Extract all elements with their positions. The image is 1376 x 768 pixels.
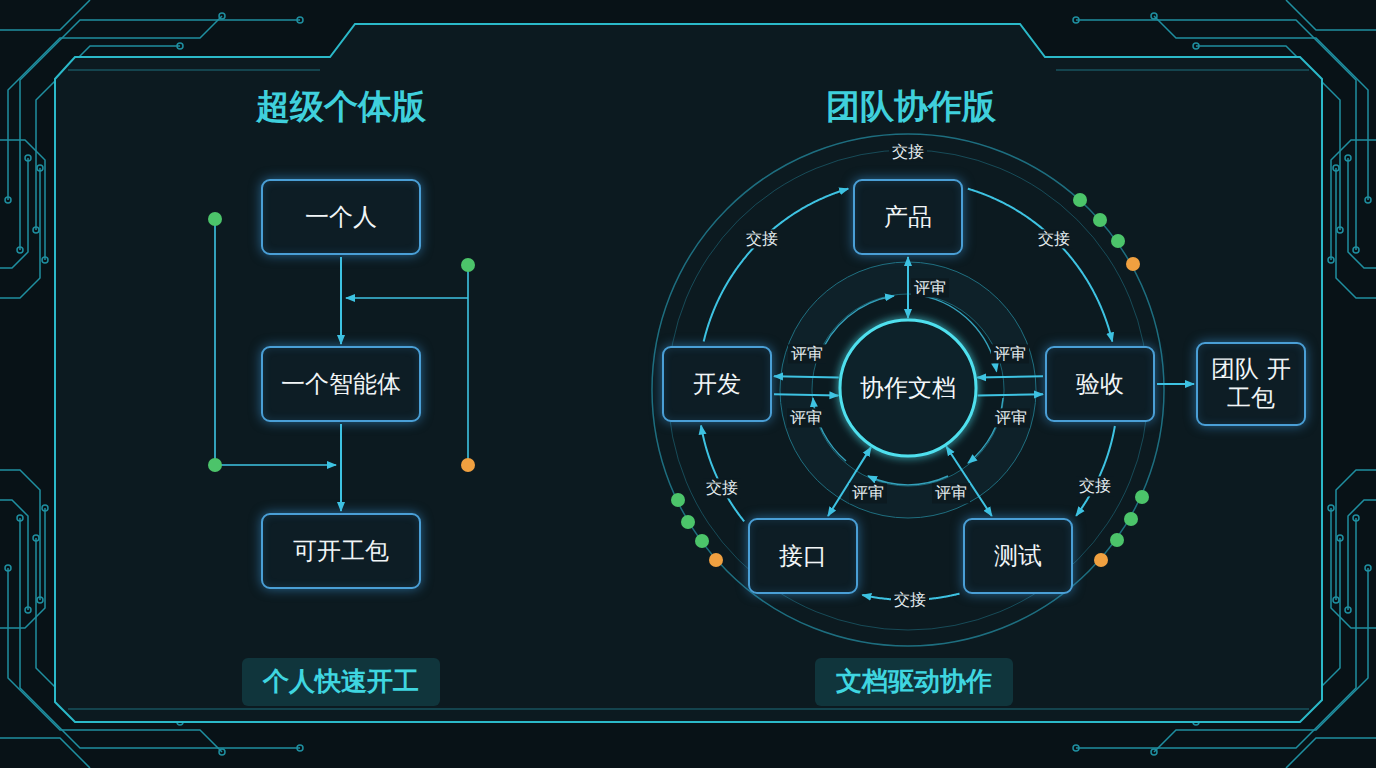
status-dot <box>1073 193 1087 207</box>
handoff-arrow <box>1076 426 1115 516</box>
ring-label: 交接 <box>889 142 927 161</box>
edge-label: 交接 <box>743 230 781 249</box>
input-wire <box>215 219 336 465</box>
status-dot <box>681 515 695 529</box>
flow-arrow <box>340 424 342 511</box>
status-dot <box>1093 213 1107 227</box>
hub-circle: 协作文档 <box>838 318 978 458</box>
input-wire <box>467 265 469 465</box>
edge-label: 交接 <box>1076 477 1114 496</box>
process-box: 验收 <box>1045 346 1155 422</box>
process-box: 产品 <box>853 179 963 255</box>
status-dot <box>1124 512 1138 526</box>
status-dot <box>1126 257 1140 271</box>
panel-title: 团队协作版 <box>826 84 996 130</box>
edge-label: 评审 <box>991 344 1029 363</box>
outer-ring <box>668 150 1148 630</box>
edge-label: 评审 <box>849 484 887 503</box>
status-dot <box>461 258 475 272</box>
status-dot <box>1094 553 1108 567</box>
status-dot <box>461 458 475 472</box>
caption-chip: 个人快速开工 <box>242 658 440 706</box>
node-text: 接口 <box>779 542 827 571</box>
edge-label: 交接 <box>1035 230 1073 249</box>
hub-outline <box>840 320 976 456</box>
flow-arrow <box>1157 383 1194 385</box>
status-dot <box>208 458 222 472</box>
flow-arrow <box>340 257 342 344</box>
node-text: 开发 <box>693 370 741 399</box>
flow-arrow <box>978 394 1043 395</box>
process-box: 一个人 <box>261 179 421 255</box>
status-dot <box>208 212 222 226</box>
edge-label: 交接 <box>891 590 929 609</box>
node-text: 可开工包 <box>293 537 389 566</box>
node-text: 文档驱动协作 <box>836 666 992 697</box>
node-text: 团队 开工包 <box>1210 355 1292 413</box>
status-dot <box>709 553 723 567</box>
handoff-arrow <box>701 425 744 521</box>
panel-title: 超级个体版 <box>256 84 426 130</box>
edge-label: 交接 <box>703 479 741 498</box>
flow-arrow <box>977 376 1043 377</box>
process-box: 接口 <box>748 518 858 594</box>
handoff-arrow <box>704 189 849 342</box>
status-dot <box>671 493 685 507</box>
status-dot <box>1135 490 1149 504</box>
node-text: 测试 <box>994 542 1042 571</box>
frame-inner-line <box>68 70 1309 709</box>
node-text: 一个人 <box>305 203 377 232</box>
outer-ring <box>652 134 1164 646</box>
status-dot <box>695 534 709 548</box>
edge-label: 评审 <box>787 408 825 427</box>
node-text: 一个智能体 <box>281 370 401 399</box>
process-box: 一个智能体 <box>261 346 421 422</box>
panel-frame <box>55 24 1322 722</box>
flow-arrow <box>774 394 838 395</box>
node-text: 验收 <box>1076 370 1124 399</box>
process-box: 测试 <box>963 518 1073 594</box>
edge-label: 评审 <box>992 408 1030 427</box>
process-box: 团队 开工包 <box>1196 342 1306 426</box>
flow-arrow <box>907 257 909 318</box>
process-box: 开发 <box>662 346 772 422</box>
node-text: 产品 <box>884 203 932 232</box>
edge-label: 评审 <box>932 484 970 503</box>
node-text: 协作文档 <box>860 374 956 403</box>
status-dot <box>1111 234 1125 248</box>
flow-arrow <box>828 447 871 516</box>
caption-chip: 文档驱动协作 <box>815 658 1013 706</box>
handoff-arrow <box>968 189 1113 342</box>
inner-ring <box>812 294 1004 486</box>
status-dot <box>1110 533 1124 547</box>
node-text: 个人快速开工 <box>263 666 419 697</box>
edge-label: 评审 <box>788 344 826 363</box>
flow-arrow <box>774 376 839 377</box>
flow-arrow <box>946 447 991 516</box>
input-wire <box>346 297 468 299</box>
process-box: 可开工包 <box>261 513 421 589</box>
edge-label: 评审 <box>911 278 949 297</box>
